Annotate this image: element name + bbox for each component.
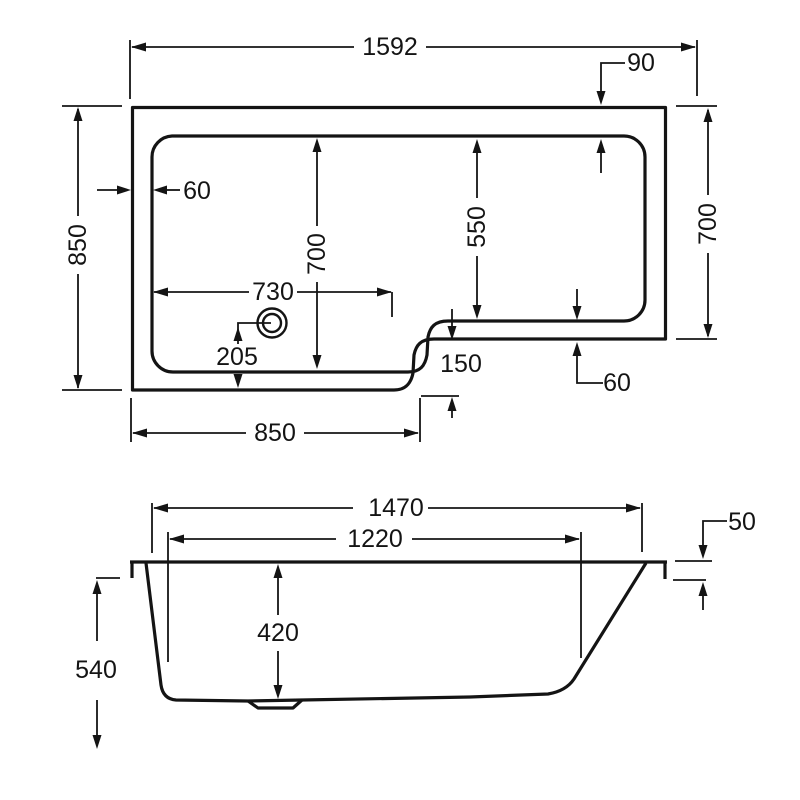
side-view: 1470 1220 50 420 <box>75 494 756 749</box>
arrowhead <box>169 534 184 544</box>
arrowhead <box>312 355 322 369</box>
arrowhead <box>472 139 482 153</box>
dim-top-ledge: 90 <box>596 49 655 173</box>
leader-line <box>576 355 603 384</box>
dim-inner-depth-label: 420 <box>257 619 299 647</box>
arrowhead <box>565 534 580 544</box>
dim-drain-from-wall-label: 730 <box>252 278 294 306</box>
bath-inner-outline <box>150 134 647 374</box>
dim-side-right: 700 <box>676 105 722 340</box>
dim-inner-right-width-label: 550 <box>463 206 491 248</box>
dim-inner-right-width: 550 <box>463 139 491 319</box>
leader-line <box>600 62 625 92</box>
arrowhead <box>312 138 322 152</box>
dim-side-left-label: 850 <box>64 224 92 266</box>
dim-bottom-right-ledge: 60 <box>572 289 631 397</box>
dim-side-right-label: 700 <box>694 203 722 245</box>
arrowhead <box>698 545 708 559</box>
dim-lip-height-label: 50 <box>728 508 756 536</box>
arrowhead <box>596 139 606 153</box>
dim-left-ledge-label: 60 <box>183 177 211 205</box>
dim-drain-to-front-label: 205 <box>216 343 258 371</box>
dim-front-left-length-label: 850 <box>254 419 296 447</box>
arrowhead <box>703 324 713 338</box>
dim-inner-left-width: 700 <box>303 138 331 369</box>
arrowhead <box>572 342 582 356</box>
arrowhead <box>377 287 392 297</box>
arrowhead <box>153 503 168 513</box>
arrowhead <box>273 685 283 699</box>
dim-top-ledge-label: 90 <box>627 49 655 77</box>
arrowhead <box>698 582 708 596</box>
dim-inner-depth: 420 <box>257 564 299 699</box>
dim-side-left: 850 <box>62 105 122 391</box>
arrowhead <box>117 185 131 195</box>
dim-front-left-length: 850 <box>130 398 421 447</box>
arrowhead <box>596 91 606 105</box>
arrowhead <box>472 305 482 319</box>
bath-outer-outline <box>130 105 668 392</box>
dim-lip-height: 50 <box>673 508 756 610</box>
dim-drain-to-front: 205 <box>216 322 271 388</box>
leader-line <box>237 322 271 344</box>
dim-step: 150 <box>421 309 482 418</box>
arrowhead <box>73 375 83 389</box>
dim-left-ledge: 60 <box>97 177 211 205</box>
arrowhead <box>404 428 419 438</box>
arrowhead <box>703 108 713 122</box>
tub-profile <box>144 562 648 703</box>
drain-recess <box>247 698 304 710</box>
dim-rim-length: 1470 <box>151 494 643 553</box>
dim-overall-length: 1592 <box>129 33 698 99</box>
plan-view: 1592 90 850 700 <box>62 33 722 447</box>
arrowhead <box>131 42 146 52</box>
dim-overall-height: 540 <box>75 577 120 749</box>
dim-base-length-label: 1220 <box>347 525 403 553</box>
arrowhead <box>153 287 168 297</box>
arrowhead <box>233 374 243 388</box>
arrowhead <box>447 326 457 340</box>
arrowhead <box>572 306 582 320</box>
arrowhead <box>132 428 147 438</box>
arrowhead <box>233 327 243 341</box>
arrowhead <box>92 735 102 749</box>
dim-rim-length-label: 1470 <box>368 494 424 522</box>
arrowhead <box>273 564 283 578</box>
dim-base-length: 1220 <box>167 525 582 662</box>
dim-overall-height-label: 540 <box>75 656 117 684</box>
leader-line <box>702 520 727 545</box>
arrowhead <box>447 397 457 411</box>
dim-step-label: 150 <box>440 350 482 378</box>
arrowhead <box>92 580 102 594</box>
bath-side-profile <box>130 560 667 710</box>
arrowhead <box>681 42 696 52</box>
arrowhead <box>626 503 641 513</box>
arrowhead <box>73 107 83 121</box>
dim-inner-left-width-label: 700 <box>303 233 331 275</box>
dim-bottom-right-ledge-label: 60 <box>603 369 631 397</box>
dim-overall-length-label: 1592 <box>362 33 418 61</box>
dim-drain-from-wall: 730 <box>153 278 393 317</box>
arrowhead <box>153 185 167 195</box>
